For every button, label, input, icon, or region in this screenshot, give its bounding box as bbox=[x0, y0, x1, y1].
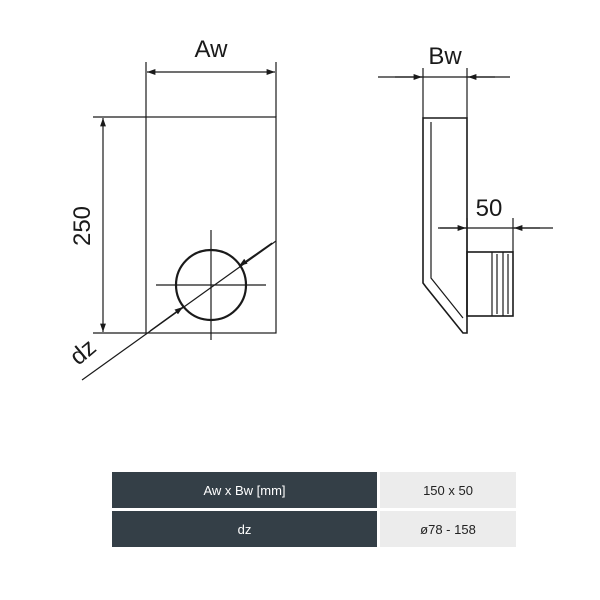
spec-value-diameter: ø78 - 158 bbox=[380, 511, 516, 547]
spigot-body bbox=[466, 251, 514, 317]
dz-arrow-upper bbox=[238, 242, 273, 267]
spec-label-diameter: dz bbox=[112, 511, 380, 547]
bw-label: Bw bbox=[428, 43, 462, 70]
dz-arrow-lower bbox=[149, 306, 184, 332]
side-housing-profile bbox=[422, 117, 468, 334]
spec-table: Aw x Bw [mm] 150 x 50 dz ø78 - 158 bbox=[112, 472, 516, 547]
aw-label: Aw bbox=[195, 36, 229, 63]
spec-value-dimensions: 150 x 50 bbox=[380, 472, 516, 511]
height-label: 250 bbox=[69, 206, 96, 246]
technical-drawing: Aw 250 dz Bw 50 bbox=[65, 36, 553, 381]
table-row: Aw x Bw [mm] 150 x 50 bbox=[112, 472, 516, 511]
side-housing-inner-line bbox=[430, 122, 464, 319]
spigot-length-label: 50 bbox=[476, 195, 503, 222]
spec-label-dimensions: Aw x Bw [mm] bbox=[112, 472, 380, 511]
front-view bbox=[81, 62, 277, 381]
side-view bbox=[378, 68, 553, 334]
dz-label: dz bbox=[65, 334, 102, 371]
table-row: dz ø78 - 158 bbox=[112, 511, 516, 547]
